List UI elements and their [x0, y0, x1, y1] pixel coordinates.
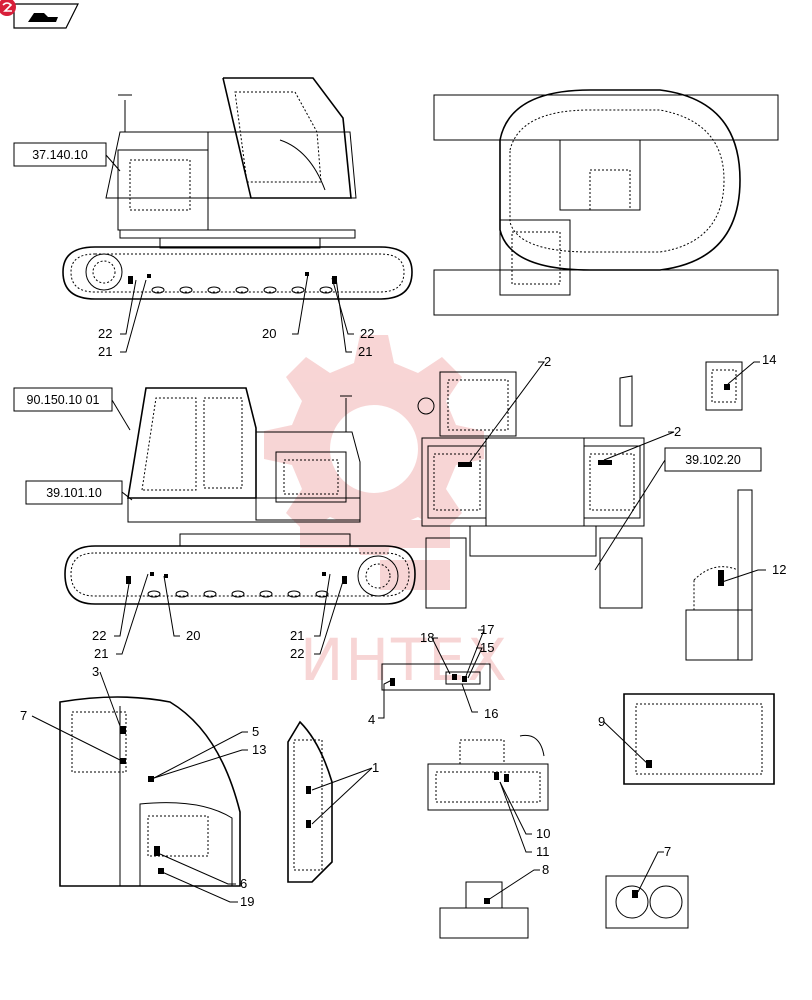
- callout-21: 21: [358, 344, 372, 359]
- callout-19: 19: [240, 894, 254, 909]
- hood-detail-9: [623, 693, 775, 785]
- callout-labels: 22 21 20 22 21 2 2 14 12 22 21 20 21 22 …: [20, 326, 786, 909]
- callout-22: 22: [92, 628, 106, 643]
- callout-10: 10: [536, 826, 550, 841]
- callout-17: 17: [480, 622, 494, 637]
- callout-2: 2: [544, 354, 551, 369]
- svg-text:39.102.20: 39.102.20: [685, 453, 741, 467]
- callout-18: 18: [420, 630, 434, 645]
- callout-15: 15: [480, 640, 494, 655]
- back-button[interactable]: [13, 3, 79, 29]
- part-detail-14: [705, 361, 743, 411]
- reference-box-39-102-20[interactable]: 39.102.20: [664, 447, 762, 472]
- callout-9: 9: [598, 714, 605, 729]
- engine-detail: [427, 734, 549, 811]
- callout-16: 16: [484, 706, 498, 721]
- back-arrow-icon: [28, 13, 58, 22]
- fan-cover-detail-7: [605, 875, 689, 929]
- callout-8: 8: [542, 862, 549, 877]
- callout-22: 22: [360, 326, 374, 341]
- callout-5: 5: [252, 724, 259, 739]
- callout-21: 21: [290, 628, 304, 643]
- reference-box-90-150-10-01[interactable]: 90.150.10 01: [13, 387, 113, 412]
- red-badge-icon: [0, 0, 16, 16]
- callout-21: 21: [94, 646, 108, 661]
- svg-text:90.150.10 01: 90.150.10 01: [27, 393, 100, 407]
- callout-7: 7: [20, 708, 27, 723]
- excavator-side-view-front: [64, 387, 416, 605]
- callout-12: 12: [772, 562, 786, 577]
- part-detail-8: [439, 881, 529, 939]
- callout-leaders: [31, 273, 766, 903]
- reference-leaders: [105, 154, 666, 571]
- callout-21: 21: [98, 344, 112, 359]
- callout-4: 4: [368, 712, 375, 727]
- excavator-top-view: [433, 89, 779, 316]
- callout-3: 3: [92, 664, 99, 679]
- callout-2: 2: [674, 424, 681, 439]
- reference-box-37-140-10[interactable]: 37.140.10: [13, 142, 107, 167]
- watermark-logo: ИНТЕХ: [264, 335, 507, 694]
- callout-6: 6: [240, 876, 247, 891]
- svg-text:37.140.10: 37.140.10: [32, 148, 88, 162]
- panel-detail: [381, 663, 491, 691]
- reference-box-39-101-10[interactable]: 39.101.10: [25, 480, 123, 505]
- callout-22: 22: [290, 646, 304, 661]
- door-panel-detail: [59, 696, 241, 887]
- callout-14: 14: [762, 352, 776, 367]
- callout-13: 13: [252, 742, 266, 757]
- callout-22: 22: [98, 326, 112, 341]
- side-cover-detail: [287, 720, 333, 883]
- svg-text:39.101.10: 39.101.10: [46, 486, 102, 500]
- callout-1: 1: [372, 760, 379, 775]
- callout-7: 7: [664, 844, 671, 859]
- excavator-side-view-rear: [62, 77, 413, 300]
- callout-20: 20: [186, 628, 200, 643]
- excavator-rear-view: [417, 371, 645, 609]
- callout-11: 11: [536, 844, 550, 859]
- callout-20: 20: [262, 326, 276, 341]
- part-detail-12: [685, 489, 753, 661]
